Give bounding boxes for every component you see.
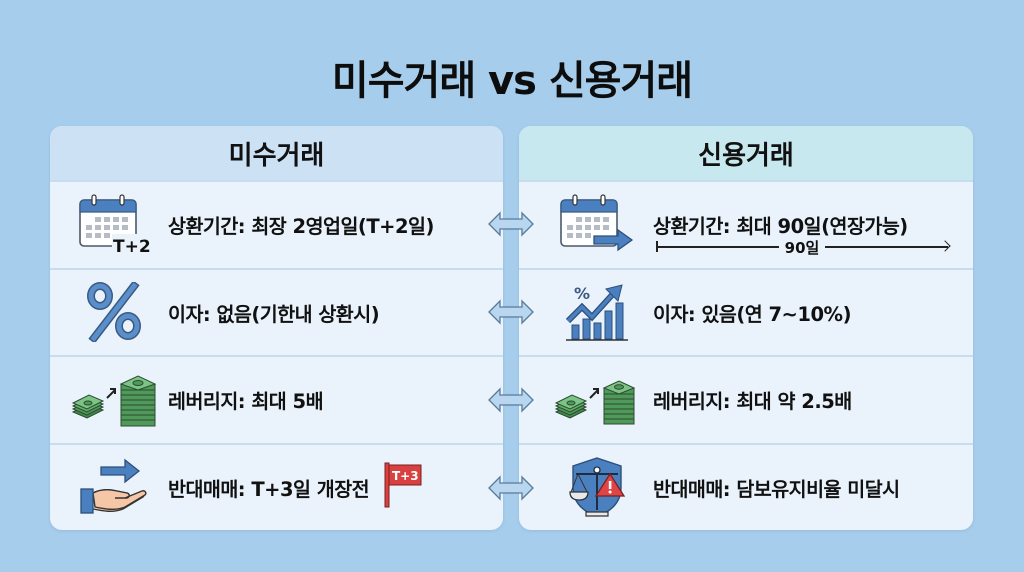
double-arrow-icon [486, 297, 536, 327]
svg-text:T+3: T+3 [392, 469, 419, 483]
percent-icon [64, 282, 164, 343]
interest-text: 이자: 없음(기한내 상환시) [168, 302, 380, 326]
flag-icon: T+3 [383, 461, 423, 513]
calendar-arrow-icon [547, 194, 647, 256]
row-forced-liquidation: 반대매매: 담보유지비율 미달시 [519, 442, 973, 531]
row-repayment-period: T+2 상환기간: 최장 2영업일(T+2일) [50, 180, 503, 268]
row-leverage: 레버리지: 최대 약 2.5배 [519, 355, 973, 443]
percent-growth-chart-icon: % [547, 281, 647, 343]
double-arrow-icon [486, 473, 536, 503]
forced-liquidation-text: 반대매매: T+3일 개장전 [168, 477, 370, 501]
timeline-label: 90일 [784, 238, 820, 257]
credit-trading-card: 신용거래 상환기간: 최대 90일(연장가능) 90일 [519, 126, 973, 530]
leverage-text: 레버리지: 최대 약 2.5배 [653, 390, 852, 414]
row-forced-liquidation: 반대매매: T+3일 개장전 T+3 [50, 442, 503, 531]
row-repayment-period: 상환기간: 최대 90일(연장가능) 90일 [519, 180, 973, 268]
forced-liquidation-text: 반대매매: 담보유지비율 미달시 [653, 477, 900, 501]
row-interest: % 이자: 있음(연 7~10%) [519, 267, 973, 356]
shield-scale-warning-icon [547, 456, 647, 518]
timeline-90-days: 90일 [656, 238, 948, 257]
leverage-text: 레버리지: 최대 5배 [168, 390, 324, 414]
money-stack-growth-icon [64, 370, 164, 430]
double-arrow-icon [486, 209, 536, 239]
margin-trading-card: 미수거래 T+2 상환기간: 최장 2영업일(T+2일) [50, 126, 503, 530]
repayment-period-text: 상환기간: 최대 90일(연장가능) [653, 215, 908, 239]
card-header-credit: 신용거래 [519, 126, 973, 180]
svg-text:%: % [574, 284, 590, 303]
row-leverage: 레버리지: 최대 5배 [50, 355, 503, 443]
double-arrow-icon [486, 385, 536, 415]
interest-text: 이자: 있음(연 7~10%) [653, 302, 851, 326]
card-header-margin: 미수거래 [50, 126, 503, 180]
hand-arrow-icon [64, 457, 164, 517]
page-title: 미수거래 vs 신용거래 [331, 58, 693, 104]
svg-text:T+2: T+2 [113, 237, 151, 256]
row-interest: 이자: 없음(기한내 상환시) [50, 267, 503, 356]
money-stack-growth-icon [547, 370, 647, 430]
calendar-t2-icon: T+2 [64, 194, 164, 256]
repayment-period-text: 상환기간: 최장 2영업일(T+2일) [168, 215, 434, 239]
